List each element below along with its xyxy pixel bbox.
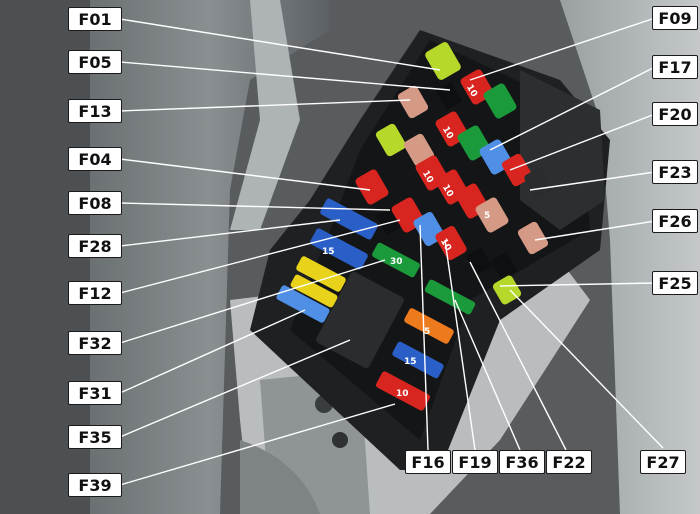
fuse-slots — [375, 81, 518, 281]
rating-f39: 10 — [396, 389, 409, 399]
label-f12: F12 — [68, 281, 122, 305]
fuse-row1-lime — [375, 123, 407, 157]
fuse-f36-blue — [392, 341, 444, 379]
fuse-f32-green — [372, 242, 420, 278]
fuse-f36-green — [424, 279, 476, 315]
label-f08: F08 — [68, 191, 122, 215]
label-f27: F27 — [640, 450, 686, 474]
label-f39: F39 — [68, 473, 122, 497]
label-f19: F19 — [452, 450, 498, 474]
rating-f32: 15 — [322, 247, 335, 257]
fuse-f26 — [517, 221, 549, 255]
fuse-f01 — [425, 42, 461, 80]
rating-f36: 15 — [404, 357, 417, 367]
fuse-f39 — [375, 371, 431, 411]
label-f25: F25 — [652, 271, 698, 295]
label-f31: F31 — [68, 381, 122, 405]
label-f17: F17 — [652, 55, 698, 79]
fuse-relay-block — [316, 272, 404, 368]
label-f16: F16 — [405, 450, 451, 474]
label-f23: F23 — [652, 160, 698, 184]
fuse-orange — [404, 308, 454, 344]
leader-lines — [119, 17, 664, 486]
label-f28: F28 — [68, 234, 122, 258]
fuse-yellow-a — [296, 256, 346, 292]
label-f22: F22 — [546, 450, 592, 474]
fuse-f27 — [492, 275, 522, 305]
center-trim-panel — [90, 0, 330, 514]
bottom-trim-curve — [240, 440, 320, 514]
fuse-f31 — [276, 285, 330, 323]
fuse-f19 — [435, 225, 467, 261]
label-f13: F13 — [68, 99, 122, 123]
label-f04: F04 — [68, 147, 122, 171]
label-f05: F05 — [68, 50, 122, 74]
rating-30: 30 — [390, 257, 403, 267]
fuse-f32-blue — [310, 228, 368, 270]
label-f26: F26 — [652, 209, 698, 233]
upper-trim-edge — [230, 0, 300, 230]
fuse-f04 — [355, 169, 389, 205]
label-f32: F32 — [68, 331, 122, 355]
fuse-row1-a — [403, 133, 435, 167]
fuse-row3-d — [475, 197, 509, 233]
fuse-yellow-b — [290, 274, 338, 308]
fuse-f09b — [483, 83, 517, 119]
label-f35: F35 — [68, 425, 122, 449]
fuse-f13 — [397, 85, 429, 119]
label-f01: F01 — [68, 7, 122, 31]
label-f20: F20 — [652, 102, 698, 126]
rating-5b: 5 — [424, 327, 430, 337]
right-trim-panel — [560, 0, 700, 514]
rating-5a: 5 — [484, 211, 490, 221]
label-f36: F36 — [499, 450, 545, 474]
label-f09: F09 — [652, 6, 698, 30]
mounting-screw — [332, 432, 348, 448]
